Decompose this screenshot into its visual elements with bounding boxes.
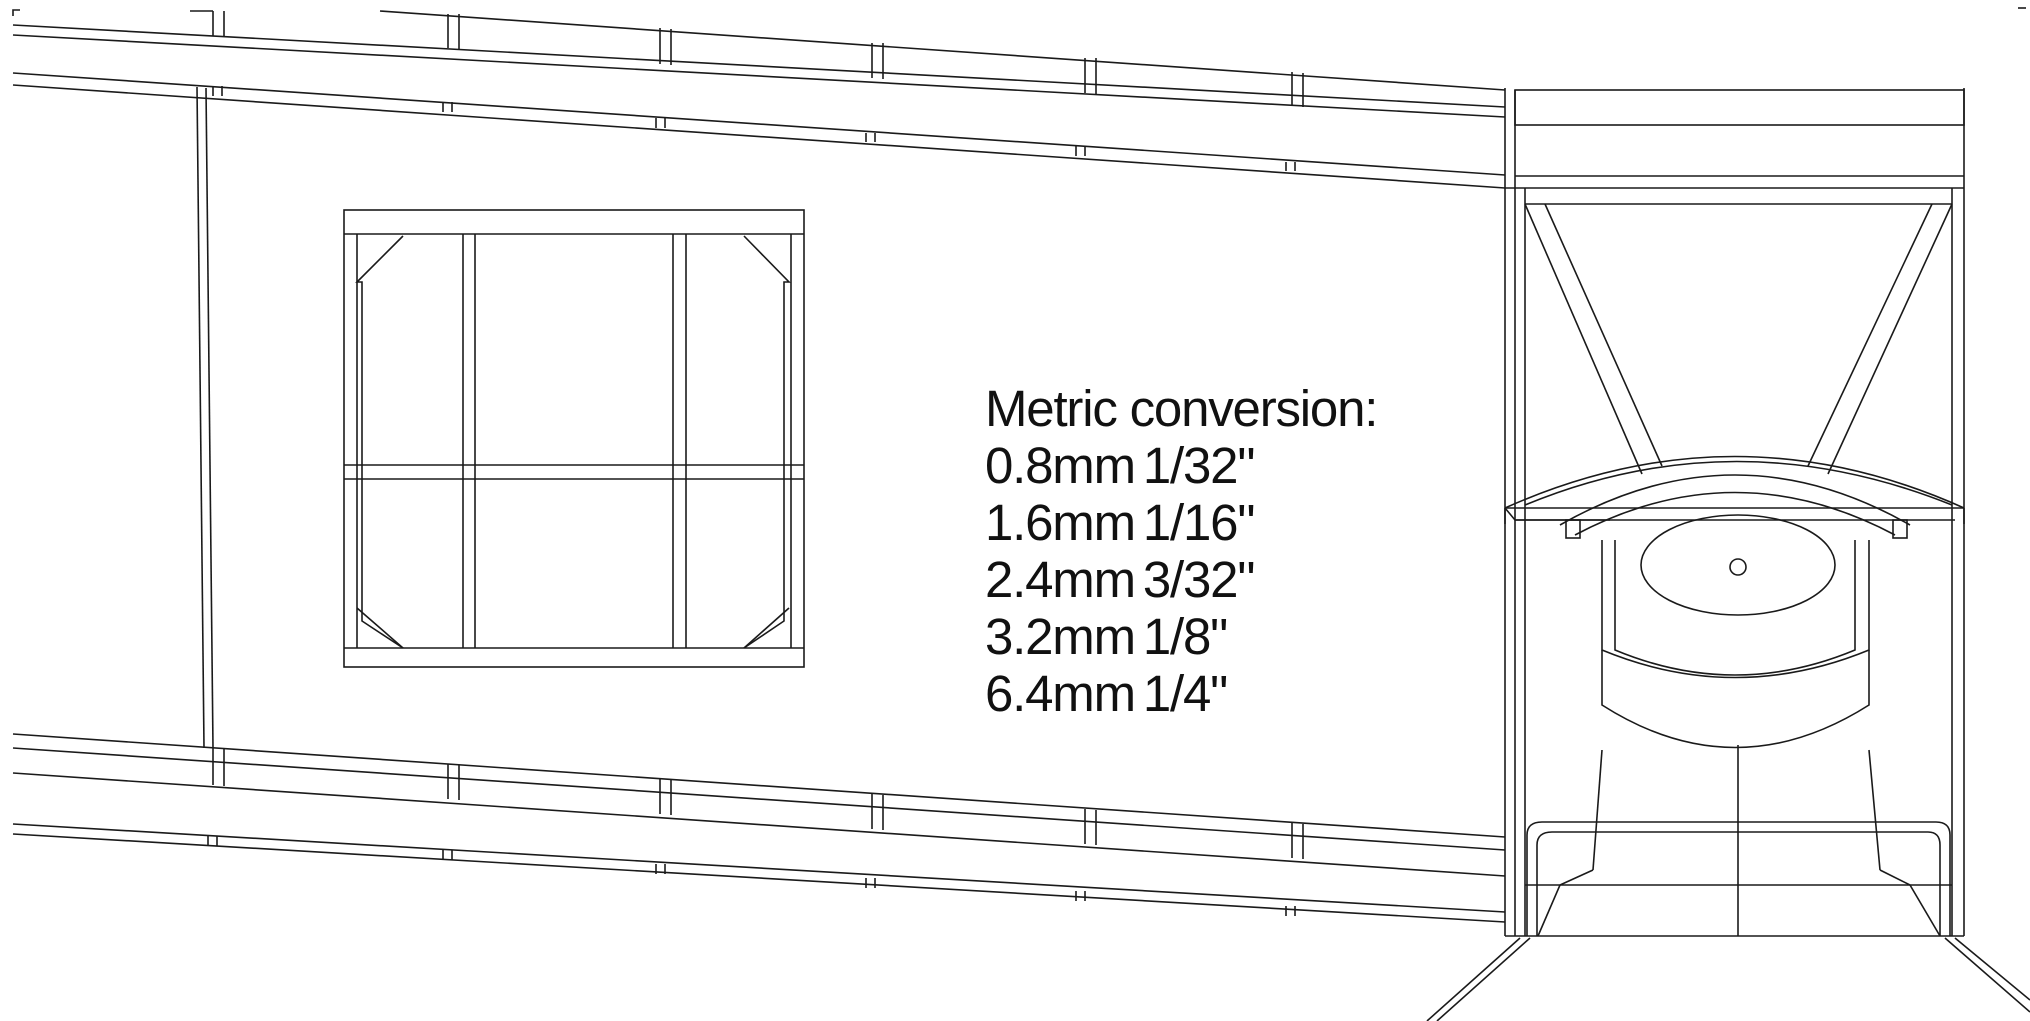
imperial-value: 1/32" [1142, 437, 1256, 494]
crop-marks [12, 7, 2026, 16]
top-rail-notches [212, 86, 1296, 171]
metric-value: 6.4mm [985, 665, 1136, 722]
window-frame [343, 209, 805, 668]
support-legs [1426, 935, 2030, 1021]
imperial-value: 1/8" [1142, 608, 1228, 665]
hopper-lid [1504, 455, 1965, 539]
bottom-rail-notches [207, 836, 1296, 916]
imperial-value: 3/32" [1142, 551, 1256, 608]
imperial-value: 1/16" [1142, 494, 1256, 551]
bottom-rail-posts [212, 748, 1304, 859]
left-vertical-post [196, 86, 214, 749]
metric-value: 2.4mm [985, 551, 1136, 608]
hopper-chute [1524, 203, 1953, 475]
hopper-bowl [1601, 514, 1870, 936]
hopper-base [1525, 749, 1952, 937]
conversion-heading: Metric conversion: [985, 380, 1378, 437]
top-rail-posts [212, 11, 1304, 107]
end-unit-frame [1504, 88, 1965, 936]
metric-value: 3.2mm [985, 608, 1136, 665]
metric-value: 0.8mm [985, 437, 1136, 494]
metric-value: 1.6mm [985, 494, 1136, 551]
top-rail [12, 10, 1506, 189]
imperial-value: 1/4" [1142, 665, 1228, 722]
bottom-rail [12, 733, 1506, 923]
